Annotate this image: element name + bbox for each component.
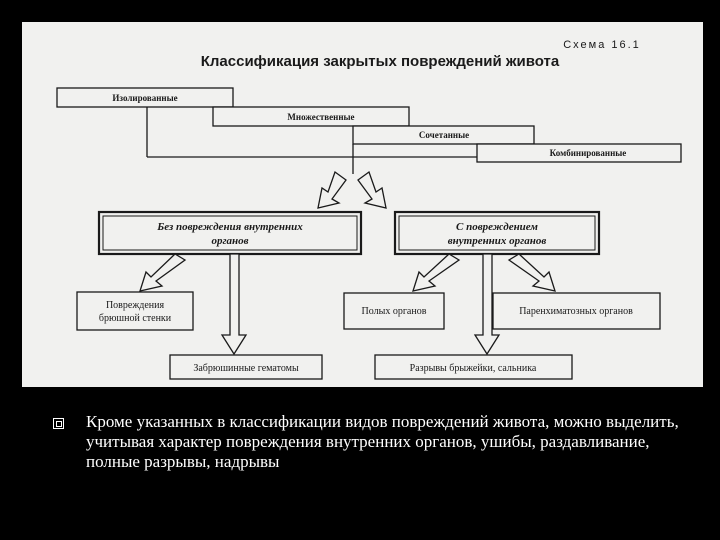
- leaf-abdominal-wall-line2: брюшной стенки: [99, 313, 172, 324]
- group-left-line1: Без повреждения внутренних: [156, 221, 303, 233]
- group-box-right: [393, 210, 601, 256]
- diagram-svg: Схема 16.1 Классификация закрытых повреж…: [56, 39, 682, 380]
- category-box-isolated: [56, 87, 234, 108]
- diagram-title: Классификация закрытых повреждений живот…: [201, 53, 560, 70]
- leaf-hollow: Полых органов: [362, 306, 427, 317]
- group-right-line1: С повреждением: [456, 221, 538, 233]
- scheme-label: Схема 16.1: [563, 39, 641, 51]
- bullet-icon: [53, 418, 64, 429]
- arrow-to-left-group: [317, 170, 347, 209]
- arrow-to-retroperitoneal: [220, 253, 248, 356]
- arrow-to-mesentery: [473, 253, 501, 356]
- group-left-line2: органов: [211, 235, 248, 247]
- category-connectors: [146, 107, 477, 174]
- leaf-box-abdominal-wall: [76, 291, 194, 331]
- leaf-retroperitoneal: Забрюшинные гематомы: [193, 363, 299, 374]
- leaf-abdominal-wall-line1: Повреждения: [106, 300, 165, 311]
- arrow-to-hollow: [412, 253, 461, 292]
- arrow-to-parenchymal: [507, 253, 556, 292]
- category-box-multiple: [212, 106, 410, 127]
- category-box-combined: [352, 125, 535, 145]
- leaf-box-hollow: [343, 292, 445, 330]
- category-combination: Комбинированные: [550, 148, 627, 158]
- leaf-box-mesentery: [374, 354, 573, 380]
- group-box-left: [97, 210, 363, 256]
- category-box-combination: [476, 143, 682, 163]
- leaf-mesentery: Разрывы брыжейки, сальника: [410, 363, 537, 374]
- leaf-parenchymal: Паренхиматозных органов: [519, 306, 633, 317]
- category-multiple: Множественные: [287, 112, 354, 122]
- leaf-box-parenchymal: [492, 292, 661, 330]
- group-right-line2: внутренних органов: [448, 235, 547, 247]
- arrow-to-right-group: [357, 170, 387, 209]
- category-combined: Сочетанные: [419, 130, 469, 140]
- arrow-to-abdominal-wall: [139, 253, 187, 292]
- classification-diagram: Схема 16.1 Классификация закрытых повреж…: [22, 22, 703, 387]
- caption-text: Кроме указанных в классификации видов по…: [86, 412, 679, 471]
- leaf-box-retroperitoneal: [169, 354, 323, 380]
- category-isolated: Изолированные: [112, 93, 177, 103]
